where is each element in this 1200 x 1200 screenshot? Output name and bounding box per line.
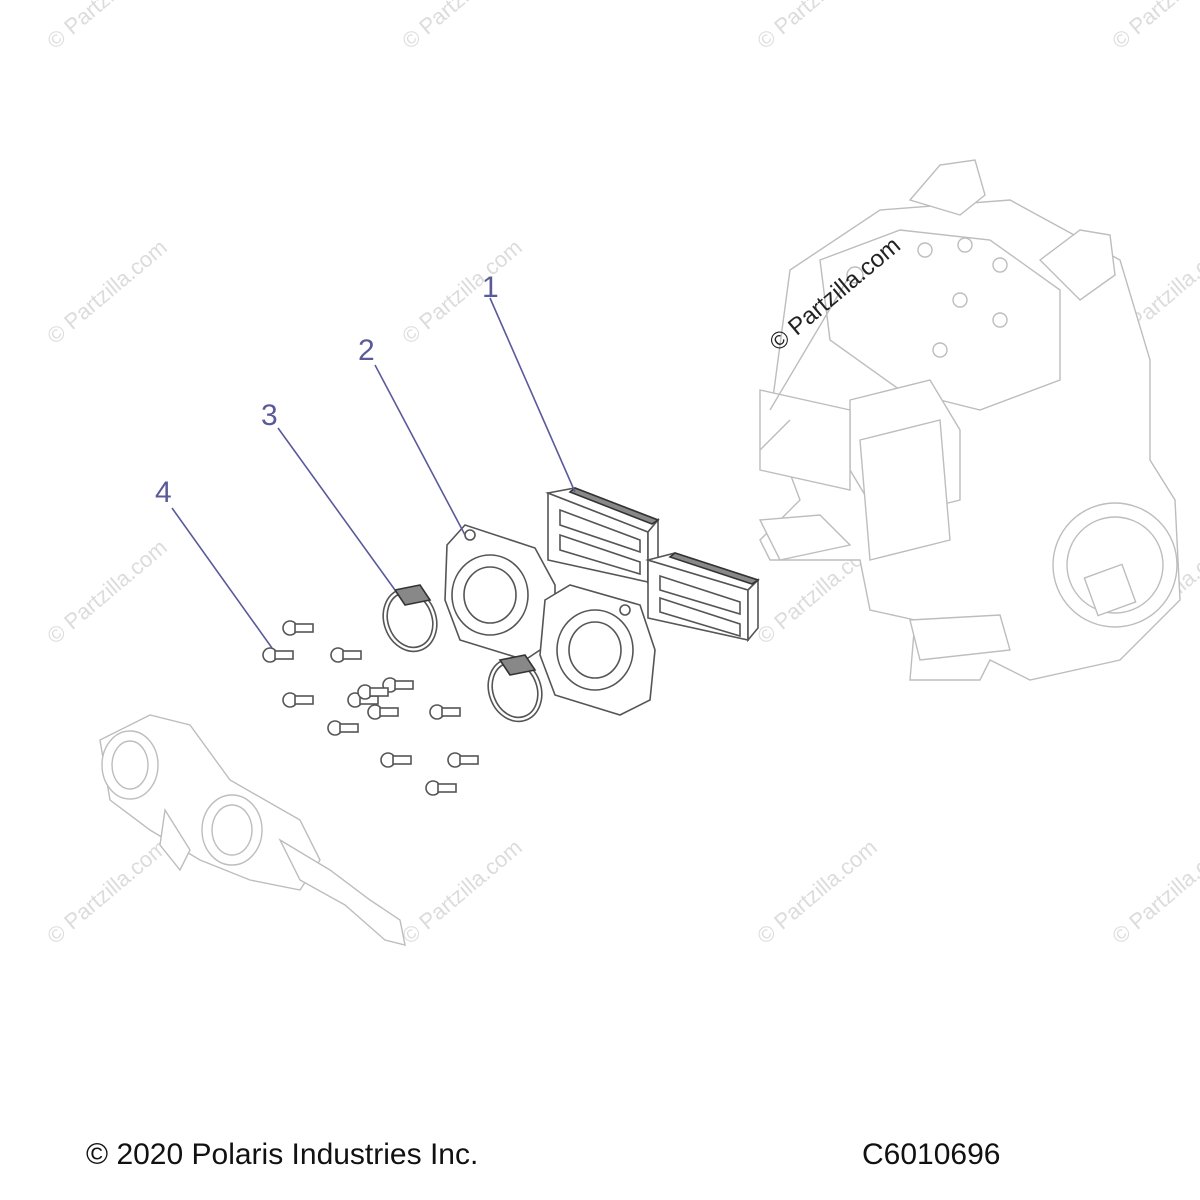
throttle-body-illustration bbox=[99, 714, 406, 946]
watermark: © Partzilla.com bbox=[1107, 834, 1200, 948]
watermark: © Partzilla.com bbox=[42, 834, 172, 948]
part-1-reed-valves bbox=[545, 487, 760, 643]
bolt bbox=[327, 720, 359, 736]
bolt bbox=[425, 780, 457, 796]
bolt bbox=[357, 684, 389, 700]
engine-illustration bbox=[758, 159, 1181, 681]
watermark: © Partzilla.com bbox=[42, 234, 172, 348]
bolt bbox=[282, 620, 314, 636]
drawing-number: C6010696 bbox=[862, 1138, 1001, 1171]
bolt bbox=[262, 647, 294, 663]
bolt bbox=[330, 647, 362, 663]
leader-line-4 bbox=[171, 507, 273, 649]
watermark: © Partzilla.com bbox=[1107, 0, 1200, 54]
part-2-intake-flanges bbox=[444, 524, 656, 716]
callout-number-3: 3 bbox=[261, 399, 278, 432]
leader-line-3 bbox=[277, 427, 396, 591]
watermark: © Partzilla.com bbox=[397, 834, 527, 948]
leader-line-1 bbox=[489, 297, 576, 493]
watermark: © Partzilla.com bbox=[397, 0, 527, 54]
bolt bbox=[282, 692, 314, 708]
part-3-hose-clamps bbox=[382, 584, 543, 723]
callout-number-4: 4 bbox=[155, 476, 172, 509]
leader-line-2 bbox=[374, 364, 466, 536]
bolt bbox=[447, 752, 479, 768]
bolt bbox=[380, 752, 412, 768]
callout-number-1: 1 bbox=[482, 271, 499, 304]
watermark: © Partzilla.com bbox=[42, 0, 172, 54]
bolt bbox=[429, 704, 461, 720]
part-4-bolts bbox=[262, 620, 479, 796]
callout-number-2: 2 bbox=[358, 334, 375, 367]
callouts: 1 2 3 4 bbox=[155, 271, 576, 649]
bolt bbox=[367, 704, 399, 720]
watermark: © Partzilla.com bbox=[42, 534, 172, 648]
watermark: © Partzilla.com bbox=[752, 0, 882, 54]
watermark: © Partzilla.com bbox=[397, 234, 527, 348]
watermark: © Partzilla.com bbox=[752, 834, 882, 948]
copyright-text: © 2020 Polaris Industries Inc. bbox=[86, 1138, 479, 1171]
